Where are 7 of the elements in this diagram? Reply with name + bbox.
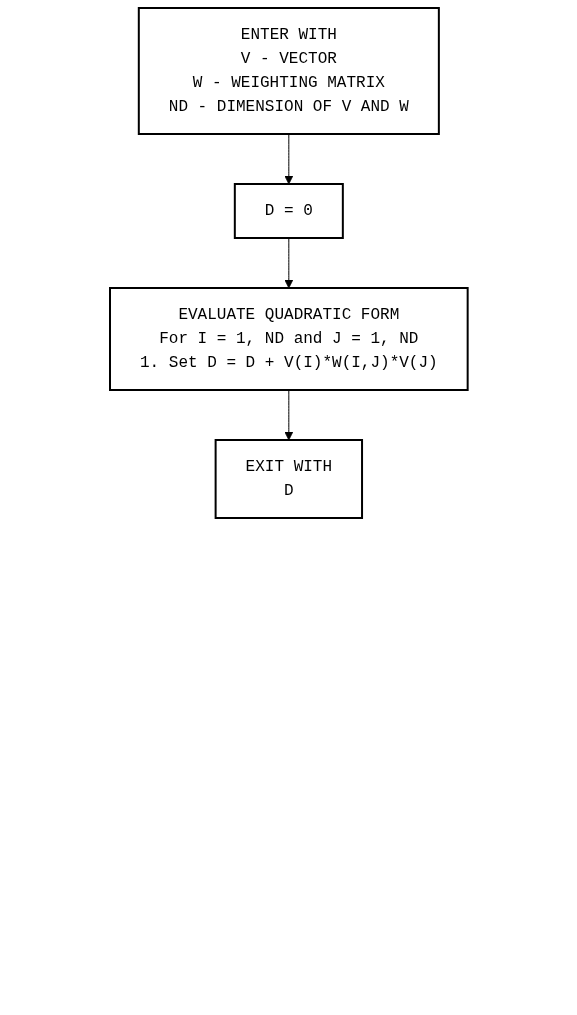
node-box: D = 0 xyxy=(233,183,344,239)
node-box: EVALUATE QUADRATIC FORM For I = 1, ND and J = 1, ND 1. Set D = D + V(I)*W(I,J)*V(J) xyxy=(108,287,469,391)
arrow xyxy=(284,237,293,289)
arrow xyxy=(284,133,293,185)
arrow xyxy=(284,389,293,441)
node-box: EXIT WITH D xyxy=(214,439,363,519)
node-box: ENTER WITH V - VECTOR W - WEIGHTING MATRIX ND - DIMENSION OF V AND W xyxy=(137,7,440,135)
